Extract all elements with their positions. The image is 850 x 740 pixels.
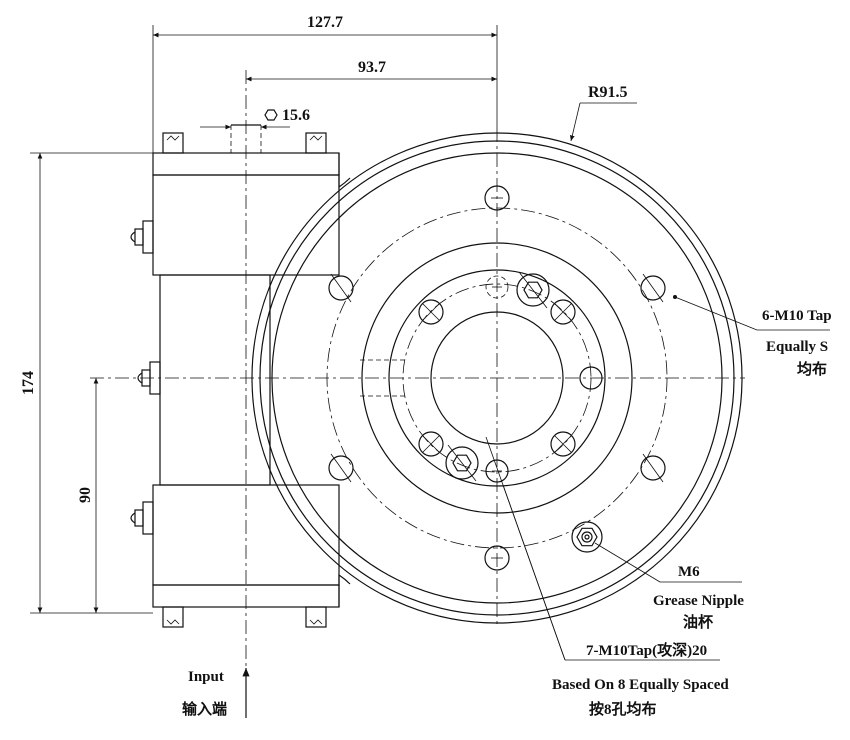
dim-93-7-text: 93.7 bbox=[358, 59, 386, 76]
outer-tapped-holes bbox=[328, 185, 666, 571]
dim-127-7-text: 127.7 bbox=[307, 14, 343, 31]
callout-grease-nipple-line2: Grease Nipple bbox=[653, 593, 744, 609]
dim-90: 90 bbox=[77, 378, 99, 613]
inner-tapped-holes bbox=[418, 275, 603, 483]
housing-body bbox=[152, 124, 351, 608]
callout-6-m10-tap: 6-M10 Tap Equally S 均布 bbox=[673, 295, 832, 378]
face-grease-nipple bbox=[571, 521, 603, 553]
input-indicator: Input 输入端 bbox=[182, 668, 250, 718]
dim-93-7: 93.7 bbox=[246, 59, 497, 82]
side-grease-nipples bbox=[130, 220, 161, 535]
center-lines bbox=[90, 70, 745, 715]
callout-7-m10-tap-line3: 按8孔均布 bbox=[589, 700, 657, 718]
hex-bolts bbox=[445, 271, 550, 482]
callout-6-m10-tap-line2: Equally S bbox=[766, 339, 828, 355]
hexagon-icon bbox=[264, 109, 278, 121]
callout-7-m10-tap-line2: Based On 8 Equally Spaced bbox=[552, 677, 729, 693]
callout-6-m10-tap-line1: 6-M10 Tap bbox=[762, 308, 832, 324]
callout-7-m10-tap: 7-M10Tap(攻深)20 Based On 8 Equally Spaced… bbox=[485, 436, 729, 718]
callout-7-m10-tap-line1: 7-M10Tap(攻深)20 bbox=[586, 641, 707, 659]
callout-grease-nipple: M6 Grease Nipple 油杯 bbox=[594, 542, 744, 631]
dim-hex-15-6-text: 15.6 bbox=[282, 107, 310, 124]
dim-r91-5: R91.5 bbox=[569, 84, 637, 142]
dim-90-text: 90 bbox=[77, 487, 94, 503]
callout-grease-nipple-line3: 油杯 bbox=[683, 613, 714, 631]
dim-174-text: 174 bbox=[20, 371, 37, 395]
callout-grease-nipple-line1: M6 bbox=[678, 564, 700, 580]
slewing-ring bbox=[251, 132, 743, 624]
housing-bolts bbox=[162, 132, 327, 628]
dim-r91-5-text: R91.5 bbox=[588, 84, 628, 101]
dim-hex-15-6: 15.6 bbox=[200, 107, 310, 130]
input-label-cn: 输入端 bbox=[182, 700, 227, 718]
callout-6-m10-tap-line3: 均布 bbox=[797, 360, 827, 378]
dim-127-7: 127.7 bbox=[152, 14, 498, 153]
input-label-en: Input bbox=[188, 669, 224, 685]
dim-174: 174 bbox=[20, 152, 153, 614]
